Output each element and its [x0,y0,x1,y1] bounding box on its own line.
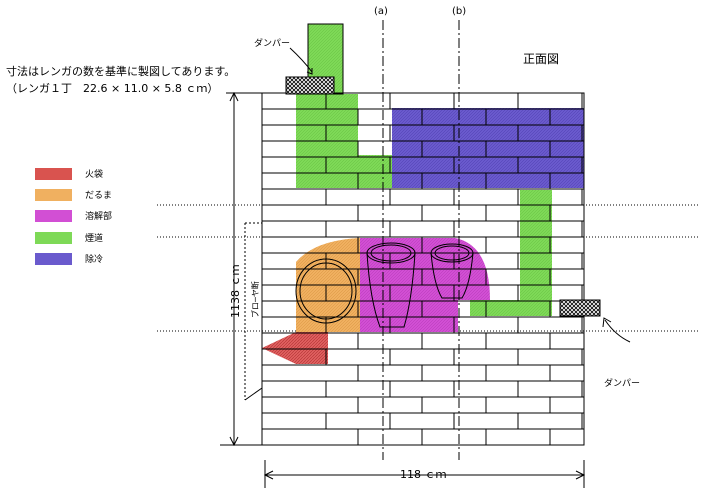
view-title: 正面図 [523,52,559,66]
damper-top-label: ダンパー [254,37,290,49]
legend-swatch-daruma [35,189,72,201]
legend-swatch-firebox [35,168,72,180]
dimensions [220,47,631,488]
legend-swatch-melting [35,210,72,222]
section-lines [157,204,700,332]
dimension-note-line-2: （レンガ１丁 22.6 × 11.0 × 5.8 ｃｍ） [6,82,219,95]
damper-right-block [559,299,601,317]
axis-lines [382,20,460,460]
brick-grid [262,92,584,445]
pot-melting-1 [366,242,416,328]
legend-item-cooling: 除冷 [35,253,175,265]
legend-item-daruma: だるま [35,189,175,201]
height-dimension-label: 1138 ｃｍ [229,265,242,319]
legend-swatch-cooling [35,253,72,265]
dimension-note-line-1: 寸法はレンガの数を基準に製図してあります。 [6,65,236,78]
legend-label-cooling: 除冷 [85,255,104,265]
axis-label-a: (a) [374,6,388,17]
cooling-zone [392,108,584,188]
legend-label-melting: 溶解部 [85,212,113,222]
flue-right-horizontal [470,300,552,316]
width-dimension-label: 118 ｃｍ [400,468,447,481]
axis-label-b: (b) [452,6,466,17]
legend-item-flue: 煙道 [35,232,175,244]
damper-top-block [285,76,335,95]
firebox-zone [262,332,328,364]
legend-swatch-flue [35,232,72,244]
legend-label-firebox: 火袋 [85,170,104,180]
kiln-body-outline [261,92,585,446]
pot-melting-2 [430,243,474,299]
damper-right-label: ダンパー [604,377,640,389]
legend-item-firebox: 火袋 [35,168,175,180]
legend-label-flue: 煙道 [85,234,104,244]
legend-label-daruma: だるま [85,191,113,201]
side-section-label: ブロ─ヤ断 [250,281,260,318]
legend-item-melting: 溶解部 [35,210,175,222]
pot-daruma [295,258,357,324]
